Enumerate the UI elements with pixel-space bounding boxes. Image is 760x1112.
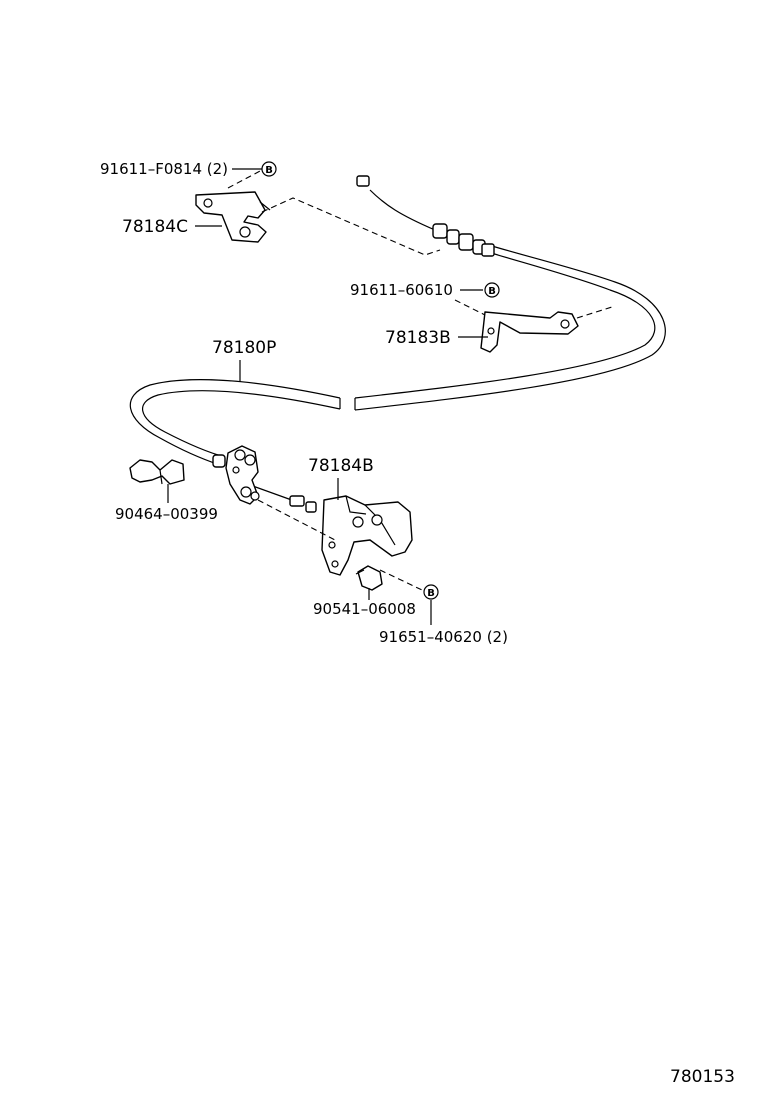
bolt-90541 xyxy=(355,565,383,591)
cable-assembly xyxy=(129,175,666,513)
part-label: 90541–06008 xyxy=(313,600,416,618)
dashed-leaders xyxy=(227,169,613,591)
marker-b-1: B xyxy=(261,161,277,177)
marker-b-3: B xyxy=(423,584,439,600)
part-label: 91611–60610 xyxy=(350,281,453,299)
part-label: 91651–40620 (2) xyxy=(379,628,508,646)
svg-text:B: B xyxy=(488,286,496,297)
svg-text:B: B xyxy=(265,165,273,176)
leader-lines xyxy=(167,168,488,625)
part-label: 91611–F0814 (2) xyxy=(100,160,228,178)
part-label: 90464–00399 xyxy=(115,505,218,523)
bracket-78184c xyxy=(195,191,271,243)
lever-block xyxy=(225,445,260,505)
part-label: 78180P xyxy=(212,338,276,358)
part-label: 78184C xyxy=(122,217,188,237)
clamp-90464 xyxy=(129,459,185,485)
figure-number: 780153 xyxy=(670,1067,735,1087)
bracket-78184b xyxy=(321,495,413,576)
part-label: 78183B xyxy=(385,328,451,348)
marker-b-2: B xyxy=(484,282,500,298)
part-label: 78184B xyxy=(308,456,374,476)
bracket-78183b xyxy=(480,311,579,353)
svg-text:B: B xyxy=(427,588,435,599)
